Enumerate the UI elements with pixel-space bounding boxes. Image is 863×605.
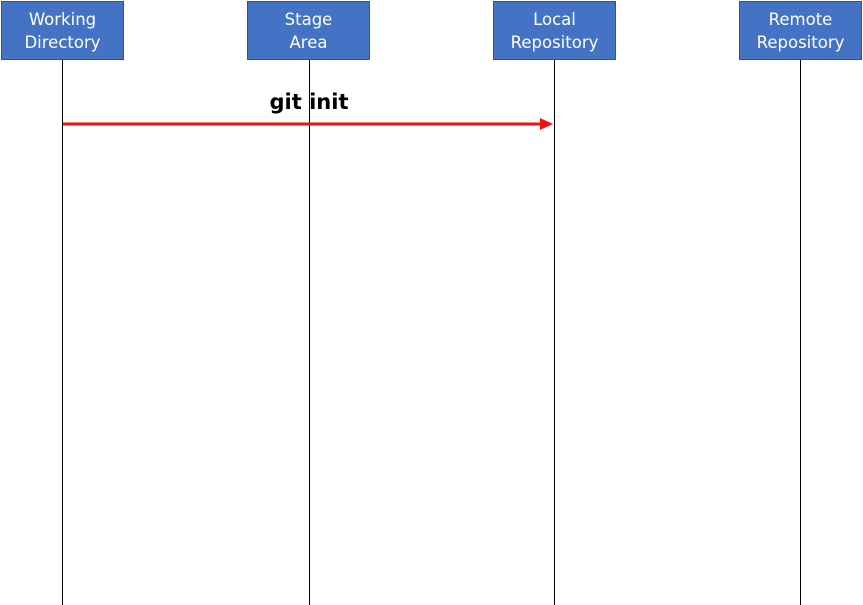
participant-stage-area: Stage Area (247, 1, 370, 60)
lifeline-remote-repository (800, 60, 801, 605)
participant-local-repository: Local Repository (493, 1, 616, 60)
git-init-label: git init (269, 90, 349, 114)
participant-working-directory: Working Directory (1, 1, 124, 60)
lifeline-local-repository (554, 60, 555, 605)
lifeline-working-directory (62, 60, 63, 605)
lifeline-stage-area (309, 60, 310, 605)
git-init-arrowhead (540, 118, 553, 130)
participant-remote-repository: Remote Repository (739, 1, 862, 60)
